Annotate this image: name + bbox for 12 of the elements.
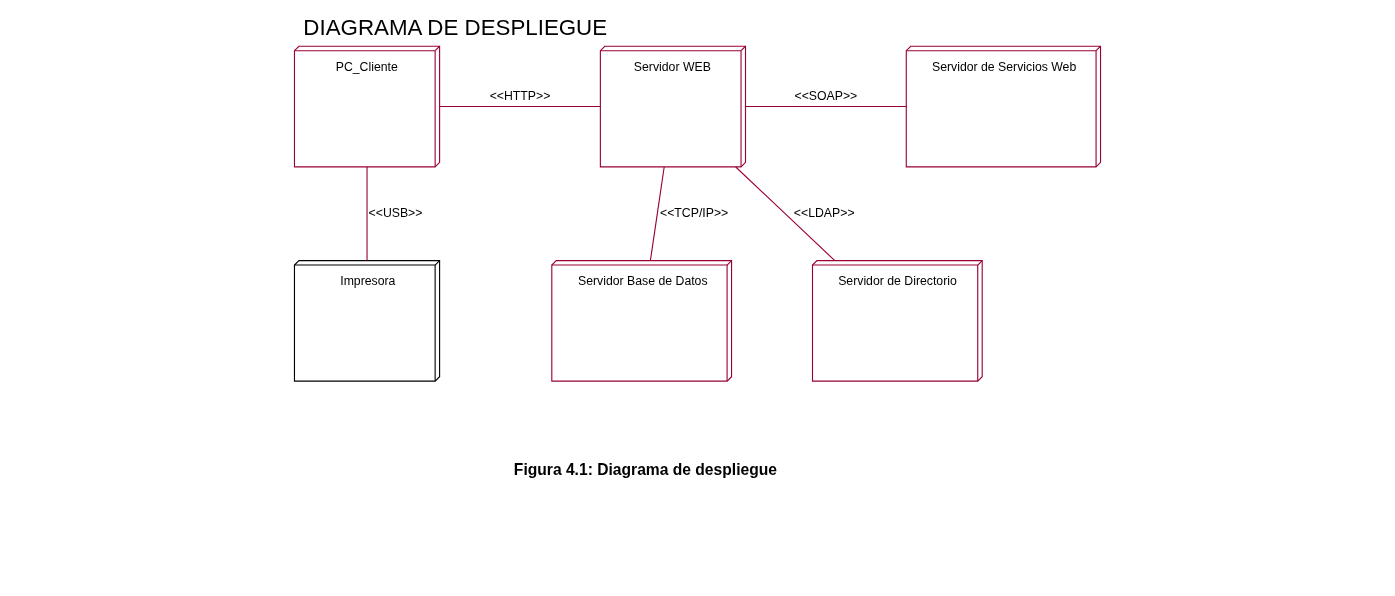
edge-label: <<TCP/IP>> (660, 205, 729, 220)
caption: Figura 4.1: Diagrama de despliegue (513, 461, 777, 479)
connector (439, 105, 601, 108)
connector (735, 166, 836, 261)
connector (649, 166, 665, 261)
edge-label: <<SOAP>> (794, 88, 858, 103)
edge-label: <<USB>> (368, 205, 423, 220)
diagram-title: DIAGRAMA DE DESPLIEGUE (303, 15, 608, 41)
connector (745, 105, 907, 108)
connector (366, 166, 368, 261)
edge-label: <<LDAP>> (793, 205, 855, 220)
edge-label: <<HTTP>> (489, 88, 551, 103)
